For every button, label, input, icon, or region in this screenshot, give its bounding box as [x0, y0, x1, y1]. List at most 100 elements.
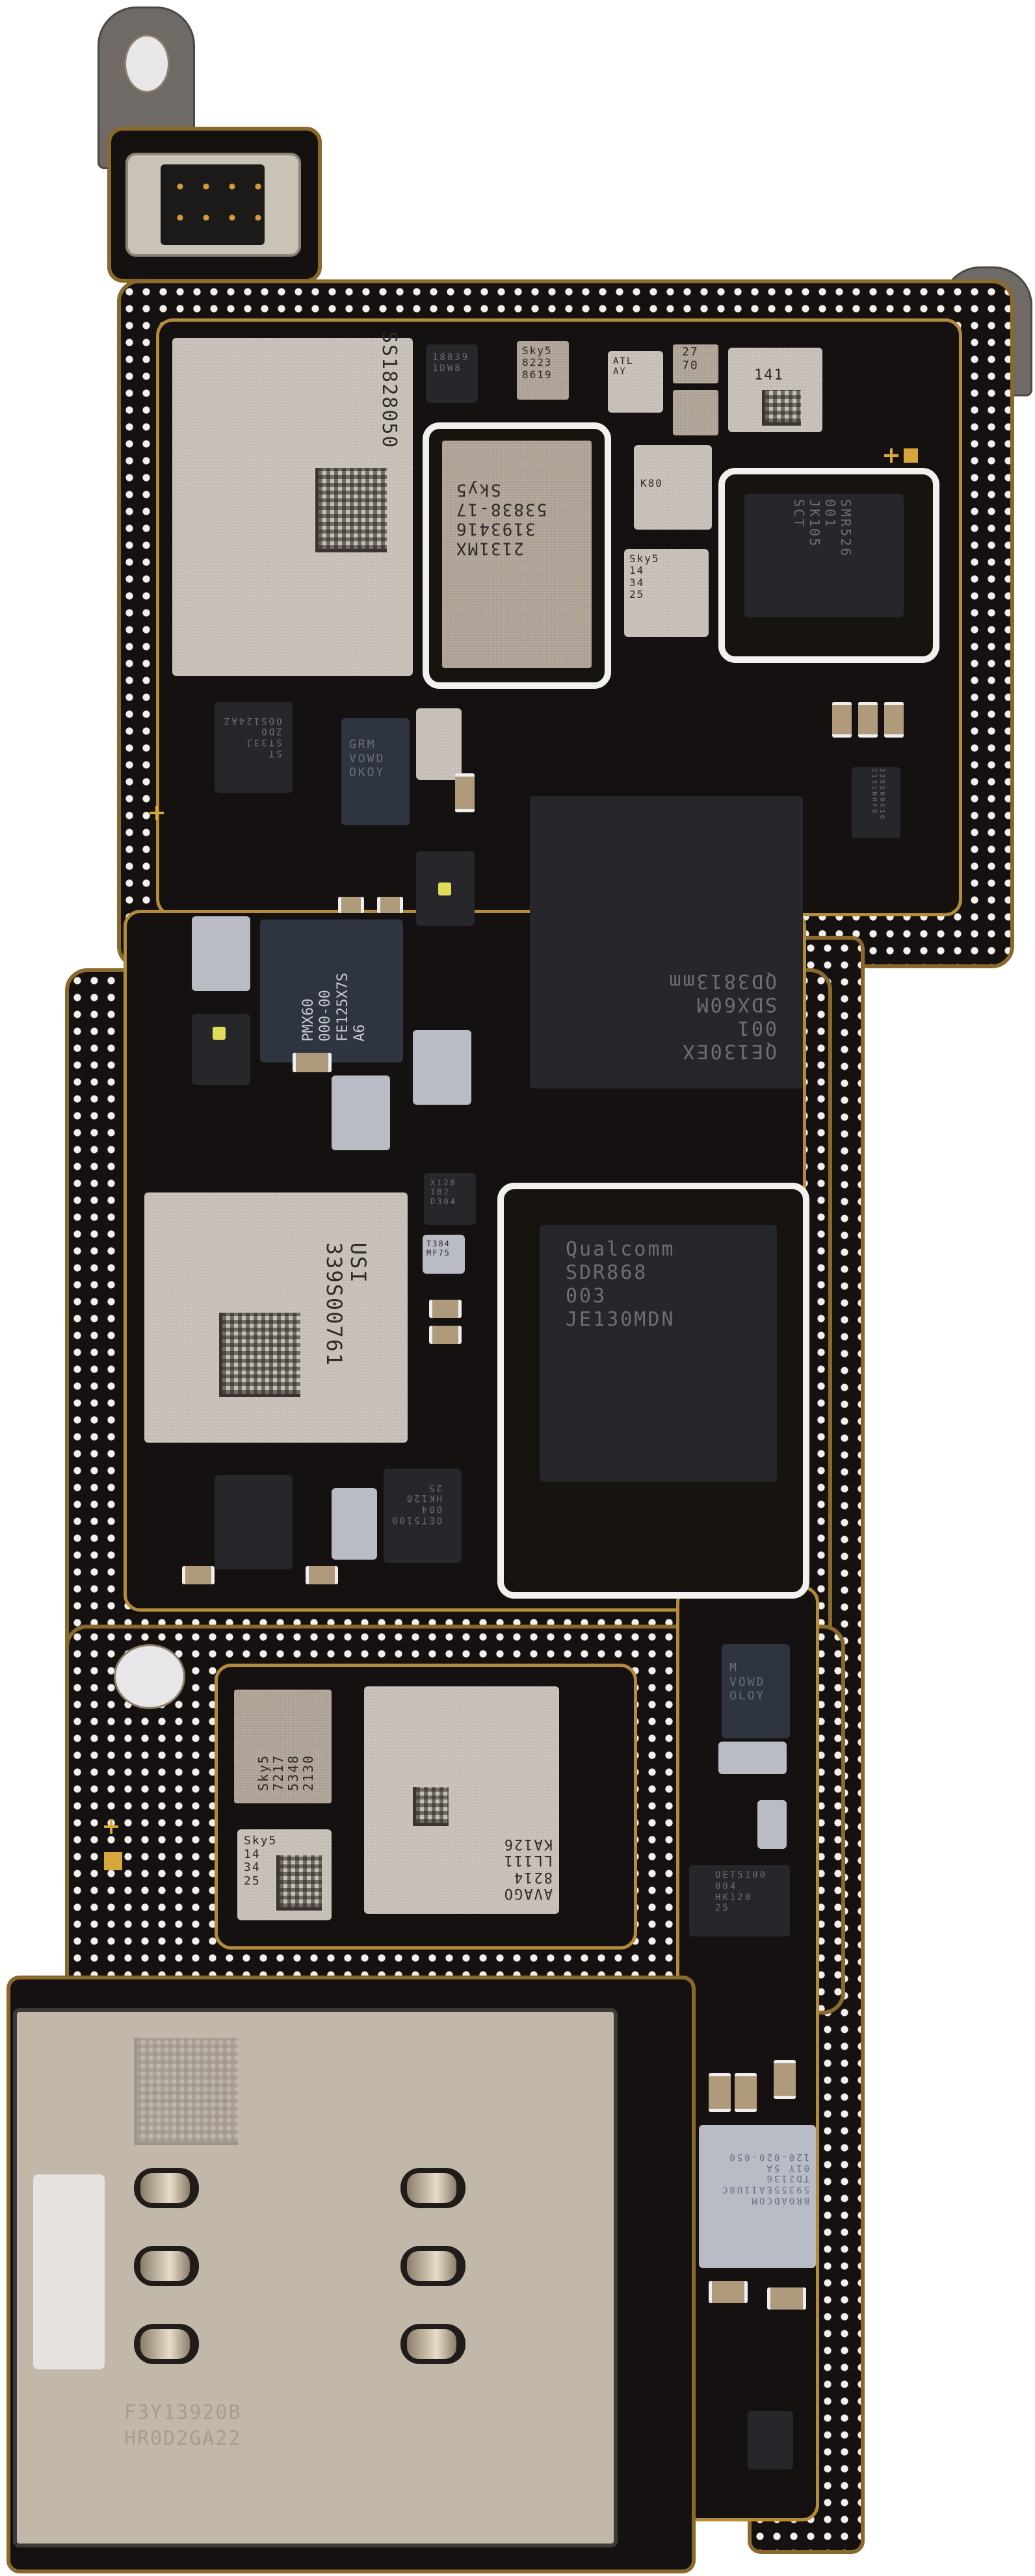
chip-grey-strip-b — [757, 1800, 787, 1849]
bracket-screw-hole — [124, 34, 170, 93]
gold-test-pad — [904, 448, 918, 463]
chip-338s00616: 338S00616 2131NHFB — [852, 767, 900, 838]
chip-dark-small-bottom — [748, 2411, 793, 2469]
gold-test-pad — [104, 1852, 122, 1870]
chip-marking: AVAGO 8214 LL111 KA126 — [503, 1836, 553, 1902]
chip-marking: Qualcomm SDR868 003 JE130MDN — [566, 1238, 675, 1331]
chip-grey-square-d — [332, 1488, 377, 1560]
capacitor — [774, 2060, 796, 2099]
chip-marking: T384 MF75 — [426, 1239, 451, 1257]
chip-sky5-14-34-25-top: Sky5 14 34 25 — [624, 549, 709, 637]
chip-sky5-14-34-25: Sky5 14 34 25 — [237, 1829, 332, 1920]
chip-marking: SS1828050 — [378, 331, 400, 449]
chip-qualcomm-sdr868: Qualcomm SDR868 003 JE130MDN — [540, 1225, 777, 1482]
chip-marking: X128 1B2 D304 — [430, 1178, 457, 1206]
capacitor — [767, 2287, 806, 2310]
chip-atl: ATL AY — [608, 351, 663, 413]
sim-contact-6 — [400, 2324, 465, 2364]
chip-sky5-small-top: Sky5 8223 8619 — [517, 341, 569, 400]
sim-contact-4 — [400, 2168, 465, 2208]
chip-marking: ATL AY — [613, 356, 634, 378]
chip-sky5-53838: 2131MX 3193416 53838-17 Sky5 — [442, 441, 592, 668]
chip-marking: 27 70 — [682, 345, 699, 372]
chip-marking: Sky5 7217 5348 2130 — [255, 1754, 316, 1791]
capacitor — [884, 702, 904, 738]
capacitor — [182, 1566, 215, 1584]
chip-marking: GRM VOWD OKOY — [349, 738, 386, 780]
chip-grm-vowd-lower: M VOWD OLOY — [722, 1644, 790, 1738]
capacitor — [338, 897, 364, 913]
chip-marking: Sky5 8223 8619 — [522, 344, 553, 381]
connector-pins — [161, 164, 265, 245]
chip-marking: ST ST33J ZDO OOS124AZ — [222, 715, 282, 759]
datamatrix-code — [762, 390, 801, 426]
chip-marking: 338S00616 2131NHFB — [871, 768, 885, 821]
capacitor — [735, 2073, 757, 2112]
chip-grey-strip-a — [718, 1742, 787, 1774]
chip-x128: X128 1B2 D304 — [424, 1173, 476, 1225]
chip-grey-square-b — [332, 1075, 390, 1150]
chip-modem-sdx60m: QE130EX 001 SDX60M QD3813mm — [530, 796, 803, 1088]
chip-qet-left: OET5100 004 HK120 25 — [384, 1469, 462, 1563]
chip-marking: 18839 1DW8 — [432, 352, 470, 374]
capacitor — [293, 1053, 332, 1072]
sim-marking-line2: HR0D2GA22 — [124, 2427, 242, 2450]
chip-st33j: ST ST33J ZDO OOS124AZ — [215, 702, 293, 793]
sim-contact-3 — [134, 2324, 199, 2364]
sim-contact-1 — [134, 2168, 199, 2208]
chip-dark-module — [215, 1475, 293, 1569]
chip-marking: OET5100 004 HK120 25 — [390, 1482, 443, 1526]
capacitor — [709, 2281, 748, 2303]
capacitor — [429, 1300, 462, 1318]
chip-broadcom: BROADCOM 59355EA11U8C TD2136 01Y 5A 120-… — [699, 2125, 816, 2268]
fiducial-plus-icon — [150, 806, 164, 820]
chip-marking: QE130EX 001 SDX60M QD3813mm — [667, 970, 778, 1063]
datamatrix-code — [276, 1855, 322, 1911]
sim-contact-2 — [134, 2246, 199, 2286]
sim-contact-5 — [400, 2246, 465, 2286]
chip-grey-square-c — [413, 1030, 471, 1105]
connector-tab — [107, 127, 322, 283]
datamatrix-code — [413, 1787, 449, 1826]
chip-141: 141 — [728, 348, 822, 432]
chip-marking: M VOWD OLOY — [729, 1661, 766, 1703]
chip-marking: PMX60 000-00 FE125X7S A6 — [300, 972, 369, 1042]
capacitor — [455, 773, 475, 812]
sim-marking-line1: F3Y13920B — [124, 2401, 242, 2424]
capacitor — [832, 702, 852, 738]
fiducial-plus-icon — [884, 448, 898, 463]
board-mounting-hole — [114, 1644, 185, 1709]
chip-t384: T384 MF75 — [423, 1235, 465, 1274]
indicator-dot — [213, 1027, 226, 1040]
chip-marking: SMR526 001 JK105 SCT — [791, 499, 854, 558]
capacitor — [306, 1566, 338, 1584]
chip-marking: 141 — [754, 367, 784, 383]
chip-18839: 18839 1DW8 — [426, 344, 478, 403]
capacitor — [377, 897, 403, 913]
chip-dark-square-b — [416, 851, 475, 926]
fiducial-plus-icon — [104, 1820, 118, 1834]
outlined-module-smr526: SMR526 001 JK105 SCT — [718, 468, 939, 663]
chip-ss1828050-shield: SS1828050 — [172, 331, 413, 676]
chip-sky5-7217: Sky5 7217 5348 2130 — [234, 1690, 332, 1803]
chip-mini-lower — [673, 390, 718, 435]
chip-grey-square-a — [192, 916, 250, 991]
datamatrix-code — [134, 2038, 238, 2145]
chip-grm-vowd-upper: GRM VOWD OKOY — [341, 718, 410, 825]
chip-smr526: SMR526 001 JK105 SCT — [744, 494, 904, 617]
capacitor — [429, 1326, 462, 1344]
chip-usi-339s00761: USI 339S00761 — [144, 1192, 408, 1443]
datamatrix-code — [219, 1313, 300, 1397]
chip-shield-small — [416, 708, 462, 780]
chip-marking: USI 339S00761 — [322, 1242, 371, 1367]
board-to-board-connector — [125, 153, 301, 257]
outlined-module-sky5: 2131MX 3193416 53838-17 Sky5 — [423, 422, 611, 689]
chip-marking: BROADCOM 59355EA11U8C TD2136 01Y 5A 120-… — [720, 2151, 809, 2206]
chip-pmx60: PMX60 000-00 FE125X7S A6 — [260, 920, 403, 1063]
chip-qet-lower: OET5100 004 HK120 25 — [689, 1865, 790, 1937]
chip-27-70: 27 70 — [673, 344, 718, 383]
chip-marking: K80 — [640, 477, 663, 489]
chip-marking: OET5100 004 HK120 25 — [715, 1870, 768, 1914]
chip-marking: Sky5 14 34 25 — [244, 1834, 278, 1888]
chip-marking: 2131MX 3193416 53838-17 Sky5 — [455, 480, 547, 558]
